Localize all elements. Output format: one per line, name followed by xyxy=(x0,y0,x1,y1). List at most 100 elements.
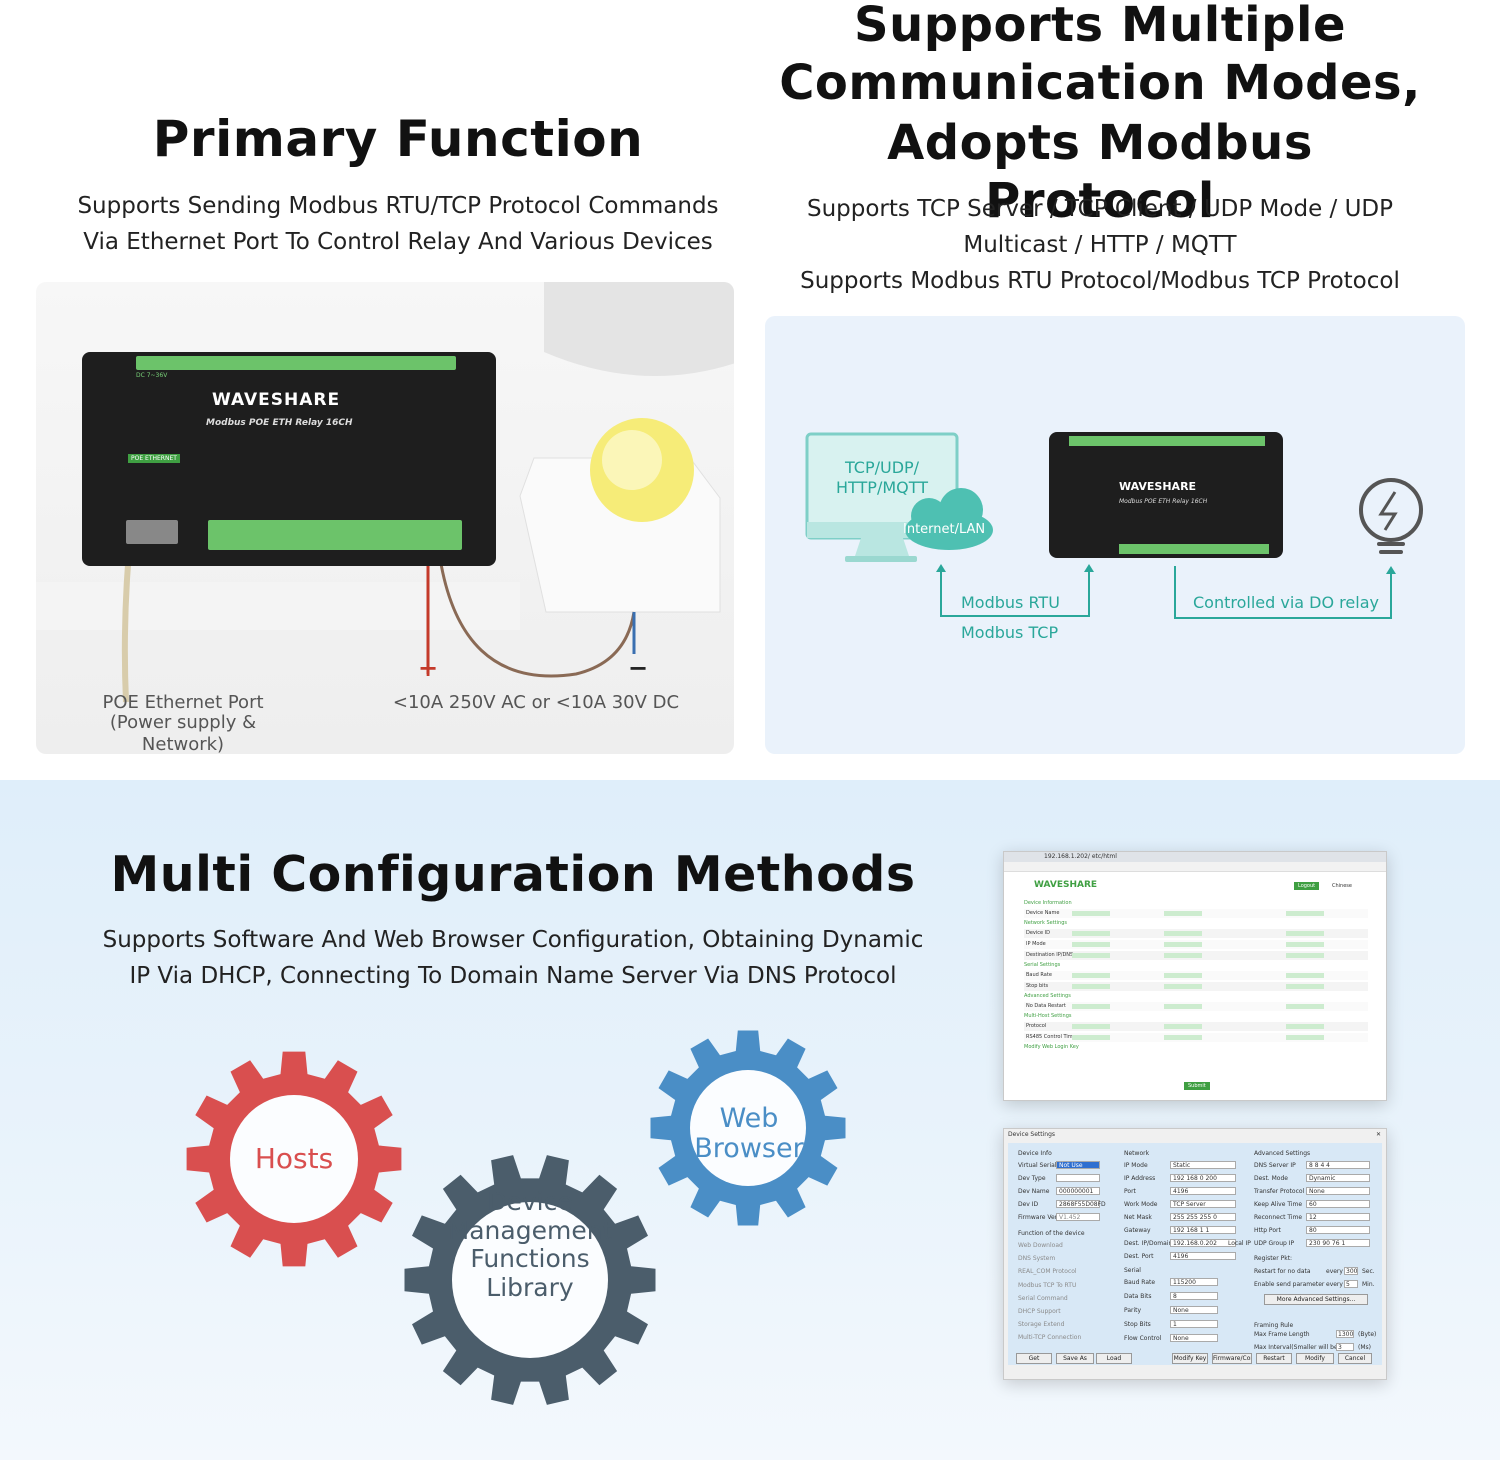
web-row-input[interactable] xyxy=(1286,1024,1324,1029)
enable-minutes-field[interactable]: 5 xyxy=(1344,1280,1358,1288)
field-input[interactable]: 255 255 255 0 xyxy=(1170,1213,1236,1221)
web-row-input[interactable] xyxy=(1164,942,1202,947)
web-row-input[interactable] xyxy=(1072,1035,1110,1040)
web-row-input[interactable] xyxy=(1164,1024,1202,1029)
function-checkbox[interactable]: DNS System xyxy=(1018,1255,1056,1263)
web-row-input[interactable] xyxy=(1072,942,1110,947)
field-input[interactable]: 12 xyxy=(1306,1213,1370,1221)
web-row-input[interactable] xyxy=(1286,973,1324,978)
field-input[interactable]: TCP Server xyxy=(1170,1200,1236,1208)
dialog-button[interactable]: Load Default xyxy=(1096,1353,1132,1364)
comm-line-2: Multicast / HTTP / MQTT xyxy=(963,232,1237,258)
function-checkbox[interactable]: Storage Extend xyxy=(1018,1321,1065,1329)
web-section-heading: Advanced Settings xyxy=(1024,993,1071,999)
comm-line-1: Supports TCP Server / TCP Client / UDP M… xyxy=(806,196,1394,222)
field-input[interactable]: None xyxy=(1170,1334,1218,1342)
web-row-input[interactable] xyxy=(1164,1004,1202,1009)
field-value: TCP Server xyxy=(1173,1201,1206,1208)
field-input[interactable]: 192 168 0 200 xyxy=(1170,1174,1236,1182)
gears-illustration xyxy=(186,1030,846,1405)
dev-type-field[interactable] xyxy=(1056,1174,1100,1182)
web-row-input[interactable] xyxy=(1286,911,1324,916)
restart-seconds-field[interactable]: 300 xyxy=(1344,1267,1358,1275)
function-checkbox[interactable]: DHCP Support xyxy=(1018,1308,1061,1315)
dialog-button[interactable]: Modify Setting xyxy=(1296,1353,1334,1364)
field-input[interactable]: 115200 xyxy=(1170,1278,1218,1286)
field-input[interactable]: 80 xyxy=(1306,1226,1370,1234)
web-row-input[interactable] xyxy=(1286,942,1324,947)
field-input[interactable]: 4196 xyxy=(1170,1187,1236,1195)
diagram-bottom-terminals xyxy=(1119,544,1269,554)
field-value: 192 168 0 200 xyxy=(1173,1175,1217,1182)
web-row-input[interactable] xyxy=(1164,1035,1202,1040)
dialog-button[interactable]: Get Default xyxy=(1016,1353,1052,1364)
restart-no-data-check[interactable]: Restart for no data xyxy=(1254,1268,1311,1275)
web-row-input[interactable] xyxy=(1286,953,1324,958)
field-input[interactable]: 8 8 4 4 xyxy=(1306,1161,1370,1169)
more-advanced-button[interactable]: More Advanced Settings... xyxy=(1264,1294,1368,1305)
field-label: Data Bits xyxy=(1124,1293,1152,1300)
web-row-label: Stop bits xyxy=(1026,983,1049,989)
browser-tabbar xyxy=(1004,852,1386,862)
restart-every-label: every xyxy=(1326,1268,1343,1275)
field-value: 12 xyxy=(1309,1214,1317,1221)
dialog-button[interactable]: Save As Default xyxy=(1056,1353,1094,1364)
function-checkbox[interactable]: Web Download xyxy=(1018,1242,1063,1249)
dialog-button[interactable]: Firmware/Config xyxy=(1212,1353,1252,1364)
field-input[interactable]: 192.168.0.202 xyxy=(1170,1239,1236,1247)
register-pkt-label[interactable]: Register Pkt: xyxy=(1254,1255,1293,1262)
function-checkbox[interactable]: Serial Command xyxy=(1018,1294,1068,1302)
dialog-close-icon[interactable]: ✕ xyxy=(1376,1131,1382,1138)
web-row-input[interactable] xyxy=(1164,931,1202,936)
web-row-input[interactable] xyxy=(1164,973,1202,978)
dev-id-field[interactable]: 2868F55D08FD xyxy=(1056,1200,1106,1208)
web-row-label: Device ID xyxy=(1026,930,1051,936)
max-interval-field[interactable]: 3 xyxy=(1336,1343,1354,1351)
plus-terminal: + xyxy=(418,654,439,682)
dialog-button[interactable]: Cancel xyxy=(1338,1353,1372,1364)
web-row-input[interactable] xyxy=(1072,1024,1110,1029)
function-checkbox[interactable]: Multi-TCP Connection xyxy=(1018,1334,1082,1342)
web-row-input[interactable] xyxy=(1072,984,1110,989)
dialog-button[interactable]: Restart Dev xyxy=(1256,1353,1292,1364)
web-row-input[interactable] xyxy=(1286,1035,1324,1040)
field-input[interactable]: None xyxy=(1306,1187,1370,1195)
web-row-input[interactable] xyxy=(1072,911,1110,916)
web-section-heading: Network Settings xyxy=(1024,920,1067,926)
field-input[interactable]: 60 xyxy=(1306,1200,1370,1208)
virtual-serial-select[interactable]: Not Use xyxy=(1056,1161,1100,1169)
dialog-button[interactable]: Modify Key xyxy=(1172,1353,1208,1364)
web-submit-button[interactable]: Submit xyxy=(1184,1082,1210,1090)
local-ip-button[interactable]: Local IP xyxy=(1228,1240,1251,1247)
field-input[interactable]: 1 xyxy=(1170,1320,1218,1328)
web-row-input[interactable] xyxy=(1164,984,1202,989)
field-input[interactable]: Static xyxy=(1170,1161,1236,1169)
function-checkbox[interactable]: Modbus TCP To RTU xyxy=(1018,1281,1077,1289)
web-logout-button[interactable]: Logout xyxy=(1294,882,1320,890)
browser-url[interactable]: 192.168.1.202/ etc/html xyxy=(1044,853,1117,860)
field-input[interactable]: 8 xyxy=(1170,1292,1218,1300)
field-label: Net Mask xyxy=(1124,1214,1152,1221)
field-input[interactable]: Dynamic xyxy=(1306,1174,1370,1182)
field-input[interactable]: None xyxy=(1170,1306,1218,1314)
field-input[interactable]: 230 90 76 1 xyxy=(1306,1239,1370,1247)
function-checkbox[interactable]: REAL_COM Protocol xyxy=(1018,1268,1077,1276)
field-input[interactable]: 192 168 1 1 xyxy=(1170,1226,1236,1234)
web-row-input[interactable] xyxy=(1164,953,1202,958)
enable-send-check[interactable]: Enable send parameter xyxy=(1254,1281,1325,1288)
dev-name-field[interactable]: 000000001 xyxy=(1056,1187,1100,1195)
web-row-input[interactable] xyxy=(1072,931,1110,936)
web-lang-link[interactable]: Chinese xyxy=(1332,883,1352,889)
web-row-input[interactable] xyxy=(1072,953,1110,958)
max-frame-label: Max Frame Length xyxy=(1254,1331,1310,1338)
web-row-input[interactable] xyxy=(1164,911,1202,916)
field-input[interactable]: 4196 xyxy=(1170,1252,1236,1260)
web-row-input[interactable] xyxy=(1072,973,1110,978)
web-row-input[interactable] xyxy=(1286,1004,1324,1009)
web-row-input[interactable] xyxy=(1072,1004,1110,1009)
web-row-input[interactable] xyxy=(1286,984,1324,989)
max-frame-field[interactable]: 1300 xyxy=(1336,1330,1354,1338)
do-relay-label: Controlled via DO relay xyxy=(1193,593,1379,612)
port-caption-1: POE Ethernet Port xyxy=(102,692,264,713)
web-row-input[interactable] xyxy=(1286,931,1324,936)
